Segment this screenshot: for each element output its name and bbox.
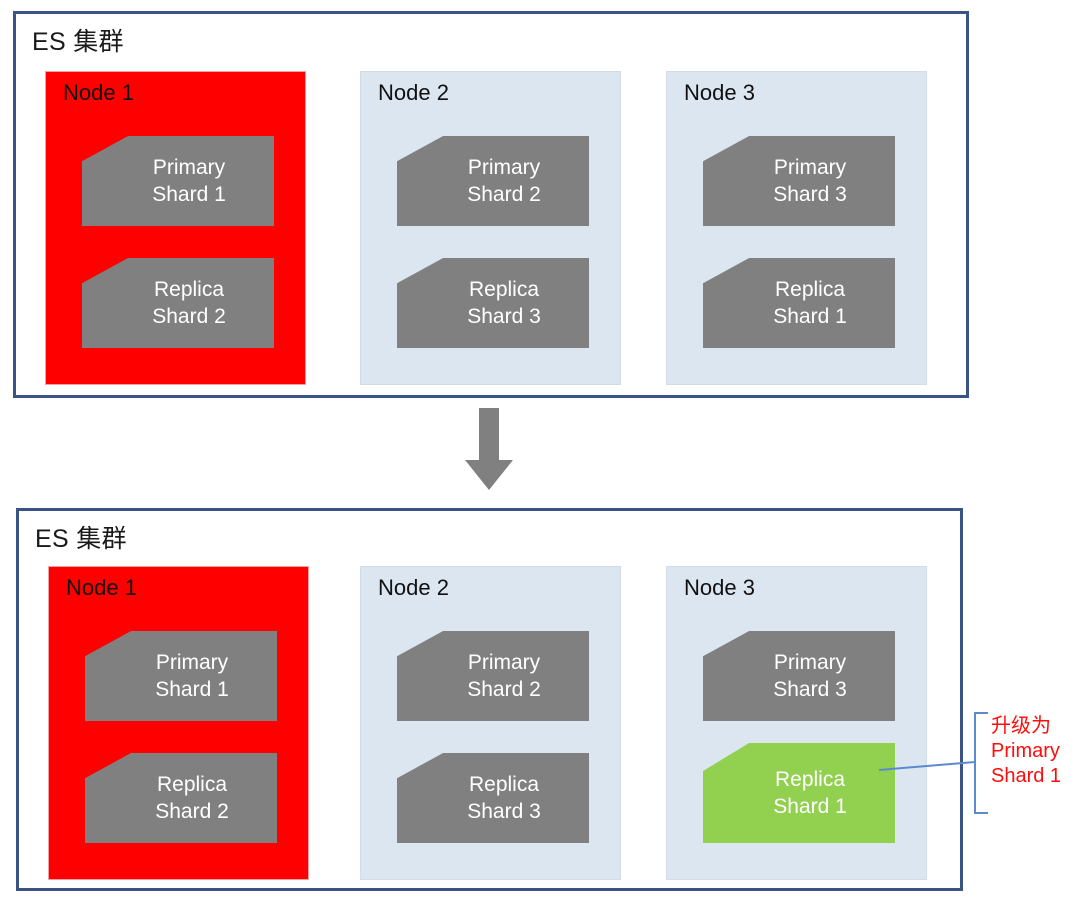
- node-label-bottom-3: Node 3: [684, 575, 755, 600]
- annotation-callout: 升级为 Primary Shard 1: [991, 714, 1077, 789]
- annotation-leader-line: [879, 761, 975, 771]
- arrow-down-icon: [465, 408, 513, 490]
- cluster-title-top: ES 集群: [32, 28, 124, 56]
- annotation-line-1: 升级为: [991, 715, 1051, 737]
- cluster-title-bottom: ES 集群: [35, 525, 127, 553]
- node-label-bottom-2: Node 2: [378, 575, 449, 600]
- node-label-top-1: Node 1: [63, 80, 134, 105]
- node-label-bottom-1: Node 1: [66, 575, 137, 600]
- node-label-top-3: Node 3: [684, 80, 755, 105]
- node-label-top-2: Node 2: [378, 80, 449, 105]
- annotation-line-3: Shard 1: [991, 765, 1062, 787]
- annotation-bracket: [974, 712, 988, 814]
- annotation-line-2: Primary: [991, 740, 1060, 762]
